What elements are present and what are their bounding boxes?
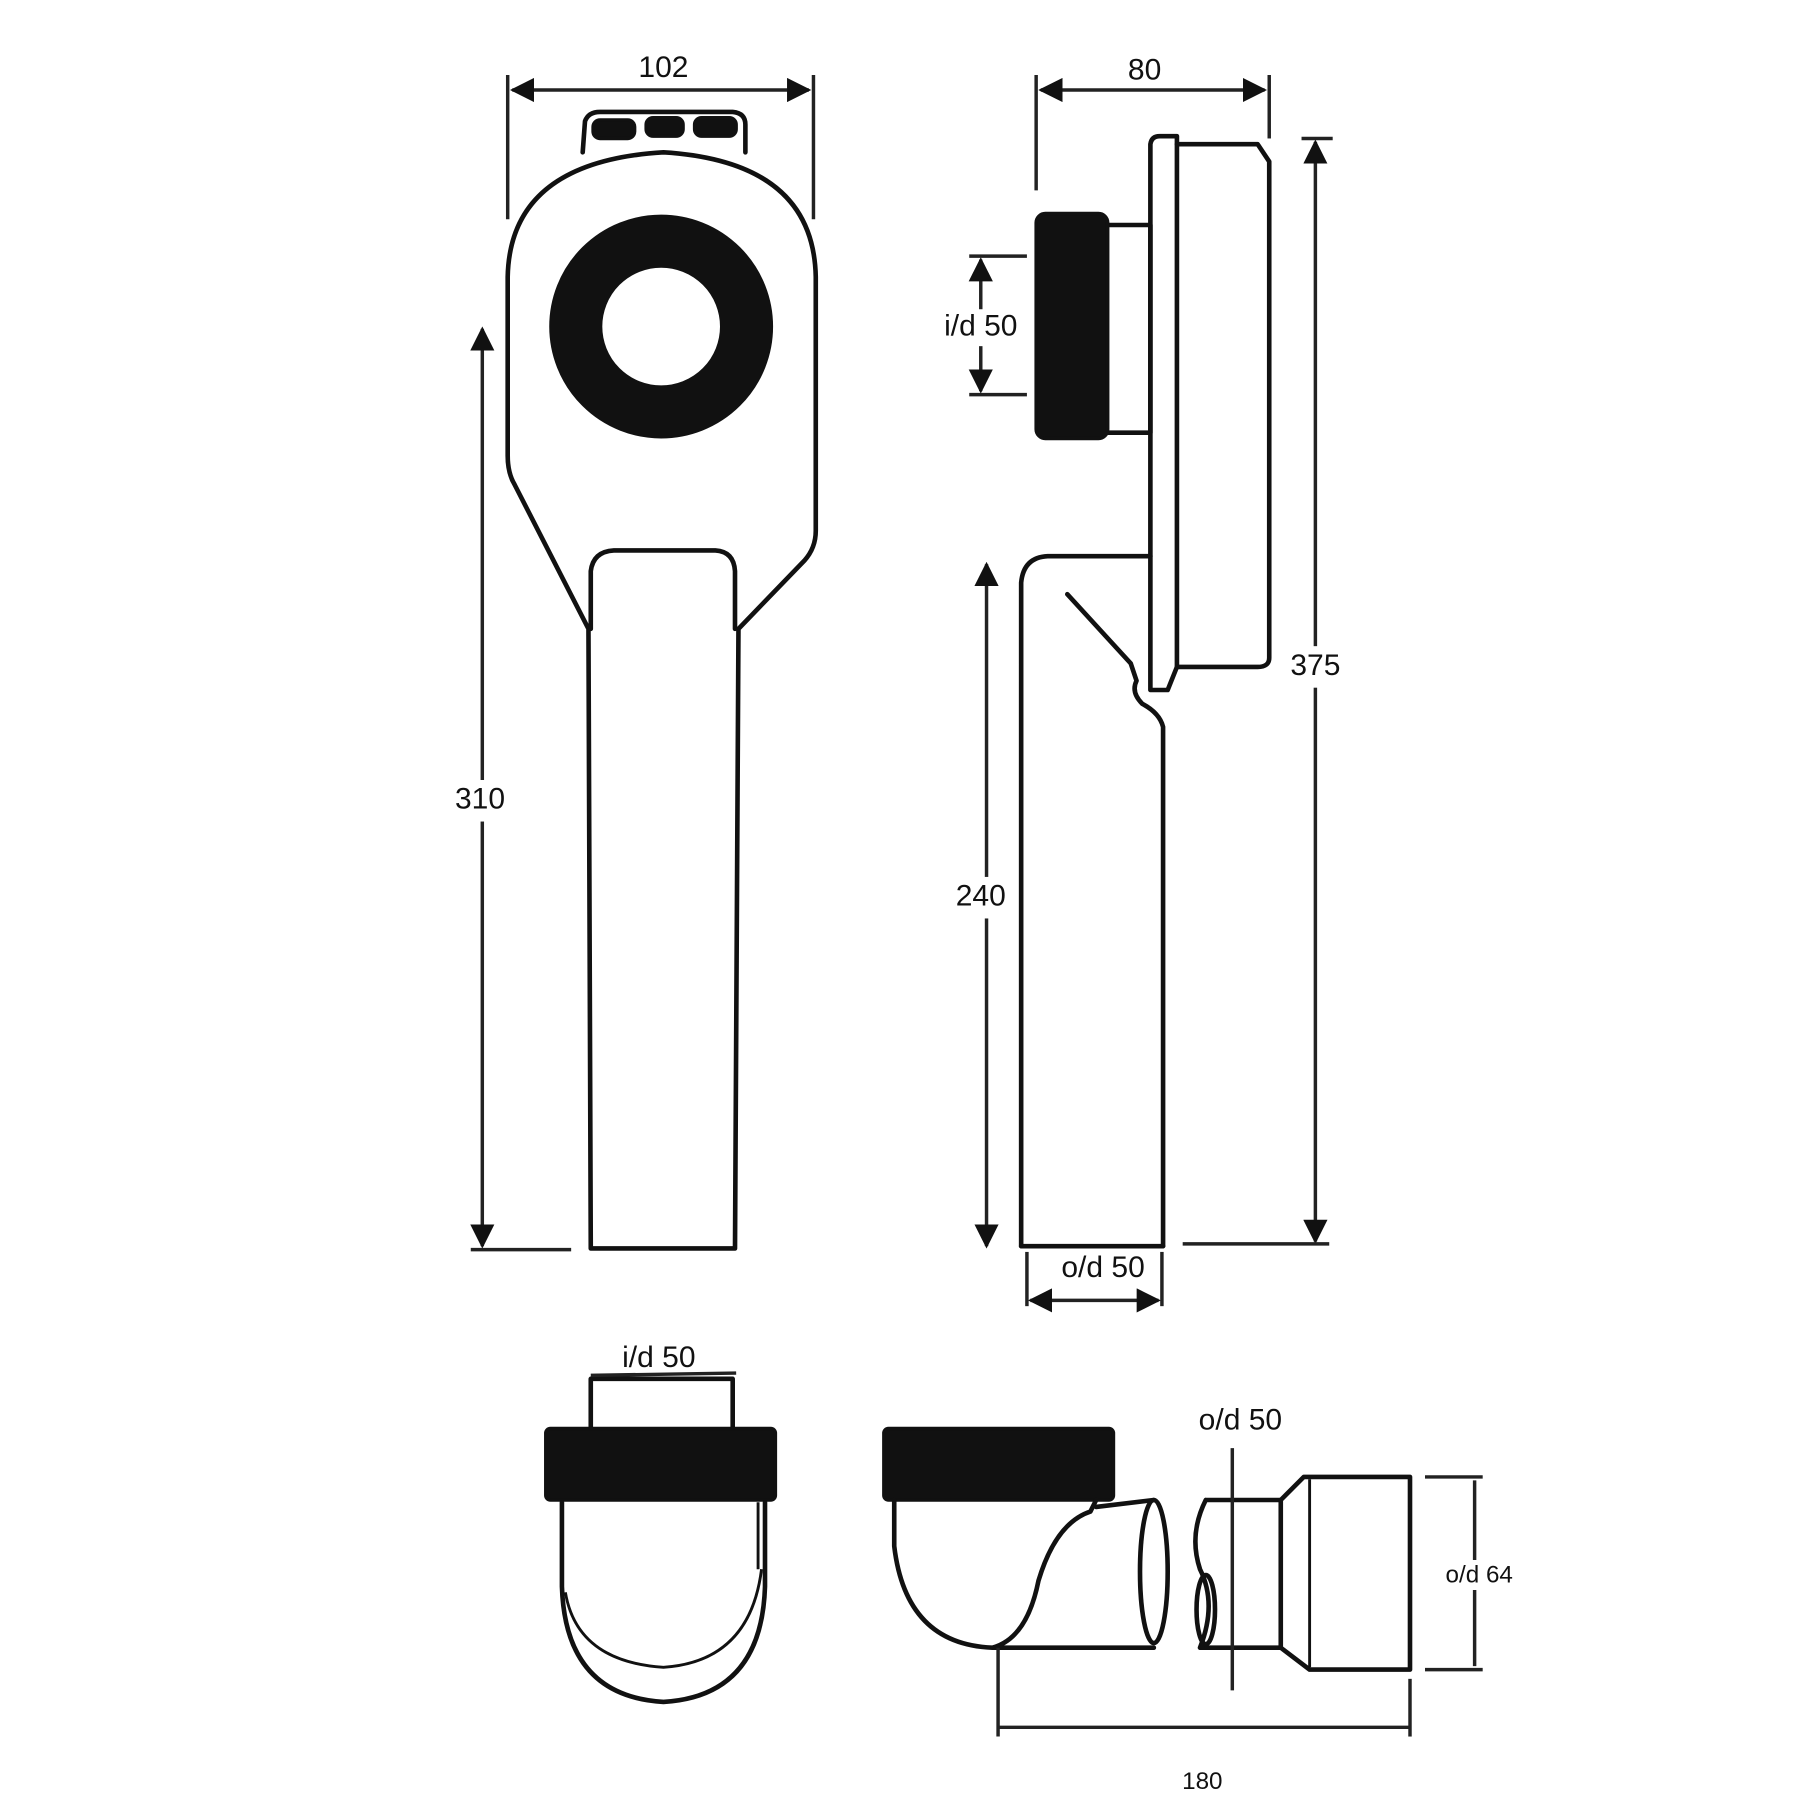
- wall-plate: [1148, 133, 1180, 693]
- front-stem-top: [588, 548, 738, 632]
- dim-180-label: 180: [1182, 1768, 1222, 1795]
- elbow: [891, 1497, 1157, 1650]
- dim-od64-label: o/d 64: [1446, 1562, 1513, 1589]
- trap-body-left-inner: [563, 1569, 763, 1669]
- bottom-view-right: o/d 50 o/d 64 180: [882, 1403, 1517, 1795]
- side-pipe: [1018, 553, 1166, 1249]
- side-view: 80 i/d 50 240 375 o/d 50: [936, 51, 1350, 1313]
- slot-2: [644, 115, 685, 138]
- dim-id50-bottom-line: [590, 1371, 737, 1378]
- inlet-seal: [1034, 211, 1110, 441]
- elbow-end: [1137, 1497, 1170, 1646]
- trap-body-left: [559, 1499, 768, 1705]
- dim-od50-label: o/d 50: [1061, 1251, 1144, 1284]
- inlet-collar: [1103, 222, 1153, 435]
- inlet-stub: [588, 1376, 735, 1431]
- back-box: [1174, 141, 1272, 670]
- slot-1: [591, 118, 637, 141]
- dim-id50-bottom-label: i/d 50: [622, 1341, 695, 1374]
- coupler-body: [1278, 1474, 1413, 1672]
- coupler-wavy: [1193, 1497, 1284, 1650]
- seal-band-right: [882, 1426, 1116, 1502]
- dim-80-label: 80: [1128, 53, 1161, 86]
- od50-bottom-label: o/d 50: [1199, 1403, 1282, 1436]
- front-view: 102 310: [447, 51, 819, 1252]
- inlet-ring: [549, 214, 774, 439]
- dim-102-label: 102: [638, 51, 688, 84]
- front-slot-cover: [580, 109, 748, 155]
- slot-3: [692, 115, 738, 138]
- seal-band-left: [544, 1426, 778, 1502]
- dim-310-label: 310: [455, 783, 505, 816]
- dim-375-label: 375: [1290, 649, 1340, 682]
- bottom-view-left: i/d 50: [544, 1341, 778, 1705]
- dim-id50-label: i/d 50: [944, 310, 1017, 343]
- dim-240-label: 240: [956, 880, 1006, 913]
- front-body-outline: [505, 149, 819, 1251]
